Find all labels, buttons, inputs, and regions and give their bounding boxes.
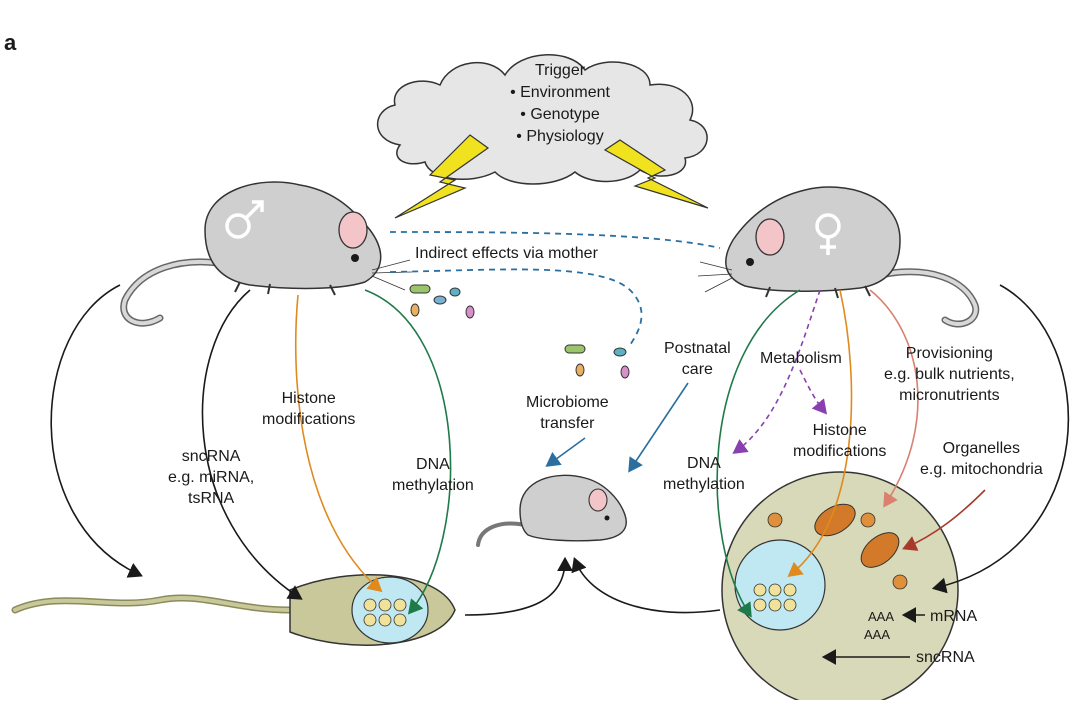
sperm-cell bbox=[11, 573, 456, 646]
label-line: methylation bbox=[663, 476, 745, 493]
label-line: sncRNA bbox=[181, 448, 241, 465]
label-line: e.g. miRNA, bbox=[168, 469, 255, 486]
label-line: Provisioning bbox=[905, 345, 993, 362]
label-line: Organelles bbox=[942, 440, 1021, 457]
male-mouse bbox=[120, 181, 413, 327]
sncrna-arrow-outer bbox=[50, 284, 143, 578]
trigger-title: Trigger bbox=[534, 62, 586, 79]
histone-arrow-right bbox=[787, 289, 853, 577]
aaa-label: AAA bbox=[864, 627, 891, 642]
male-symbol-icon bbox=[225, 200, 264, 239]
label-line: transfer bbox=[540, 415, 595, 432]
label-line: Microbiome bbox=[526, 394, 609, 411]
label-line: micronutrients bbox=[899, 387, 1000, 404]
label-line: modifications bbox=[262, 411, 356, 428]
oocyte-to-offspring-arrow bbox=[571, 557, 721, 614]
mrna-label: mRNA bbox=[930, 608, 978, 625]
postnatal-care-label: Postnatal care bbox=[664, 338, 731, 380]
lightning-bolt-icon bbox=[603, 139, 709, 209]
trigger-item: • Environment bbox=[510, 84, 610, 101]
label-line: Histone bbox=[812, 422, 867, 439]
postnatal-care-arrow bbox=[628, 382, 689, 473]
dna-arrow-left bbox=[364, 289, 452, 615]
panel-label: a bbox=[4, 30, 17, 55]
microbiome-label: Microbiome transfer bbox=[526, 392, 609, 434]
dna-right-label: DNA methylation bbox=[663, 453, 745, 495]
indirect-effects-label: Indirect effects via mother bbox=[415, 245, 598, 262]
provisioning-arrow bbox=[869, 289, 919, 508]
label-line: e.g. bulk nutrients, bbox=[884, 366, 1015, 383]
label-line: modifications bbox=[793, 443, 887, 460]
organelles-arrow bbox=[902, 489, 986, 551]
histone-arrow-left bbox=[294, 294, 383, 593]
female-mouse bbox=[697, 186, 980, 328]
sperm-to-offspring-arrow bbox=[464, 556, 573, 616]
metabolism-histone-arrow bbox=[799, 369, 828, 415]
label-line: e.g. mitochondria bbox=[920, 461, 1043, 478]
aaa-label: AAA bbox=[868, 609, 895, 624]
sncrna-left-label: sncRNA e.g. miRNA, tsRNA bbox=[168, 446, 254, 509]
metabolism-label: Metabolism bbox=[760, 350, 842, 367]
label-line: methylation bbox=[392, 477, 474, 494]
provisioning-label: Provisioning e.g. bulk nutrients, micron… bbox=[884, 343, 1015, 406]
trigger-item: • Genotype bbox=[520, 106, 600, 123]
label-line: care bbox=[681, 361, 713, 378]
sncrna-arrow bbox=[201, 289, 303, 600]
dna-arrow-right bbox=[716, 289, 801, 618]
right-outer-arrow bbox=[931, 284, 1070, 594]
histone-right-label: Histone modifications bbox=[793, 420, 886, 462]
indirect-effects-line bbox=[389, 231, 721, 249]
organelles-label: Organelles e.g. mitochondria bbox=[920, 438, 1043, 480]
metabolism-dna-arrow bbox=[732, 289, 821, 454]
label-line: DNA bbox=[687, 455, 721, 472]
microbiome-icon bbox=[409, 284, 630, 379]
label-line: tsRNA bbox=[188, 490, 235, 507]
microbiome-dashed-line bbox=[389, 268, 643, 346]
lightning-bolt-icon bbox=[394, 134, 490, 219]
trigger-item: • Physiology bbox=[516, 128, 604, 145]
female-symbol-icon bbox=[815, 213, 841, 255]
offspring-mouse bbox=[476, 474, 627, 547]
dna-left-label: DNA methylation bbox=[392, 454, 474, 496]
microbiome-arrow bbox=[545, 437, 586, 467]
trigger-text: Trigger • Environment • Genotype • Physi… bbox=[470, 60, 650, 148]
histone-left-label: Histone modifications bbox=[262, 388, 355, 430]
label-line: Postnatal bbox=[664, 340, 731, 357]
sncrna-right-label: sncRNA bbox=[916, 649, 975, 666]
label-line: DNA bbox=[416, 456, 450, 473]
label-line: Histone bbox=[281, 390, 336, 407]
